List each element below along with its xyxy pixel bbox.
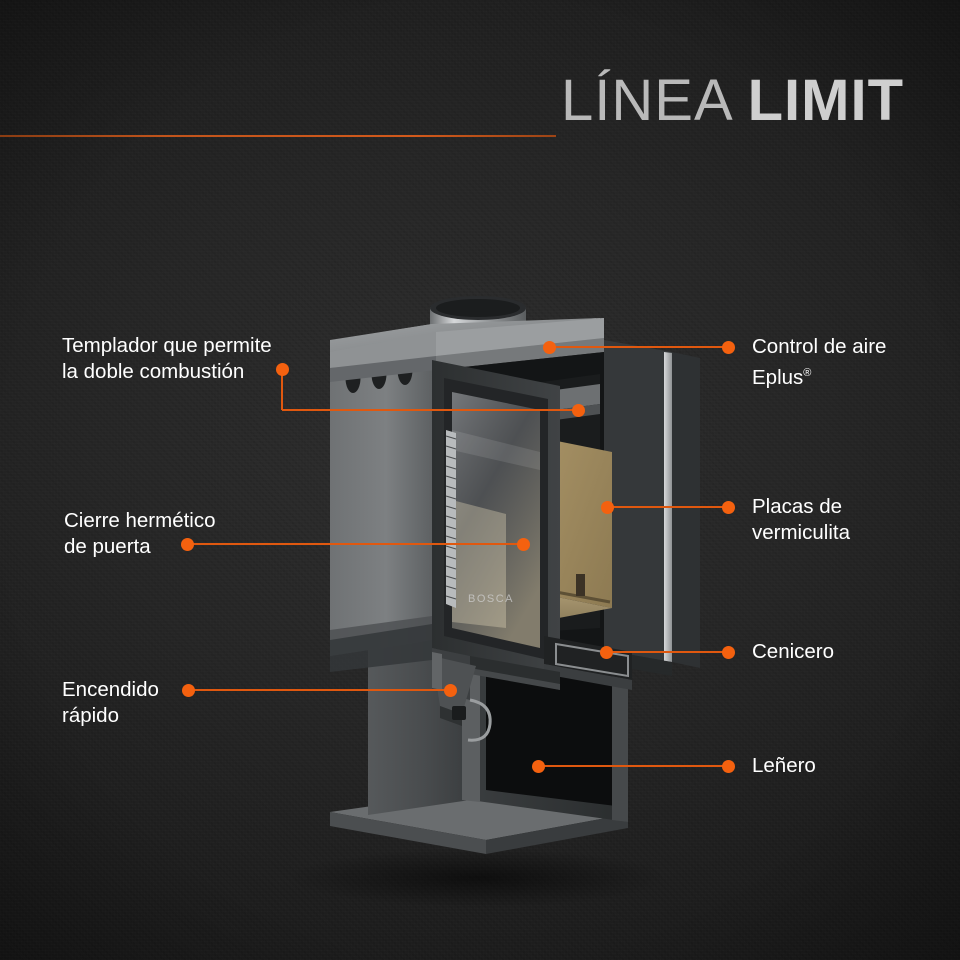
- glass-door: BOSCA: [432, 360, 560, 690]
- title-model-word: LIMIT: [747, 68, 904, 133]
- callout-label-templador: Templador que permite la doble combustió…: [62, 334, 272, 383]
- callout-label-cierre-hermetico: Cierre hermético de puerta: [64, 509, 216, 558]
- callout-dot-cierre-hermetico-label[interactable]: [180, 537, 194, 551]
- callout-label-cenicero: Cenicero: [752, 640, 835, 663]
- door-gasket: [445, 430, 457, 608]
- callout-dot-control-de-aire-label[interactable]: [721, 340, 735, 354]
- callout-dot-encendido-rapido-target[interactable]: [443, 683, 457, 697]
- callout-dot-cenicero-target[interactable]: [599, 645, 613, 659]
- callout-dot-control-de-aire-target[interactable]: [542, 340, 556, 354]
- stove-top-plate: [330, 318, 604, 382]
- callout-label-control-de-aire: Control de aire Eplus®: [752, 334, 952, 391]
- callout-line-templador-vertical: [281, 369, 283, 410]
- callout-line-placas-vermiculita: [607, 506, 728, 508]
- callout-dot-lenero-label[interactable]: [721, 759, 735, 773]
- callout-dot-cenicero-label[interactable]: [721, 645, 735, 659]
- callout-dot-encendido-rapido-label[interactable]: [181, 683, 195, 697]
- callout-label-lenero: Leñero: [752, 754, 816, 777]
- callout-dot-cierre-hermetico-target[interactable]: [516, 537, 530, 551]
- brand-logo: BOSCA: [468, 593, 514, 605]
- callout-dot-templador-label[interactable]: [275, 362, 289, 376]
- callout-line-lenero: [538, 765, 728, 767]
- floor-shadow: [288, 848, 668, 908]
- callout-dot-placas-vermiculita-label[interactable]: [721, 500, 735, 514]
- callout-label-placas-vermiculita: Placas de vermiculita: [752, 495, 850, 544]
- callout-dot-placas-vermiculita-target[interactable]: [600, 500, 614, 514]
- callout-line-templador-horizontal: [282, 409, 578, 411]
- registered-trademark-icon: ®: [803, 367, 812, 379]
- callout-dot-templador-target[interactable]: [571, 403, 585, 417]
- ash-drawer: [470, 636, 632, 690]
- callout-line-encendido-rapido: [188, 689, 450, 691]
- callout-line-cenicero: [606, 651, 728, 653]
- callout-label-control-de-aire-text: Control de aire Eplus: [752, 335, 887, 389]
- vermiculite-panel-back: [552, 440, 612, 608]
- page-title: LÍNEA LIMIT: [561, 72, 904, 130]
- title-accent-rule: [0, 135, 556, 137]
- callout-dot-lenero-target[interactable]: [531, 759, 545, 773]
- callout-label-encendido-rapido: Encendido rápido: [62, 678, 159, 727]
- callout-line-control-de-aire: [549, 346, 728, 348]
- callout-line-cierre-hermetico: [187, 543, 523, 545]
- title-line-word: LÍNEA: [561, 68, 731, 133]
- ignition-lever: [432, 648, 492, 742]
- door-glass: [452, 392, 540, 648]
